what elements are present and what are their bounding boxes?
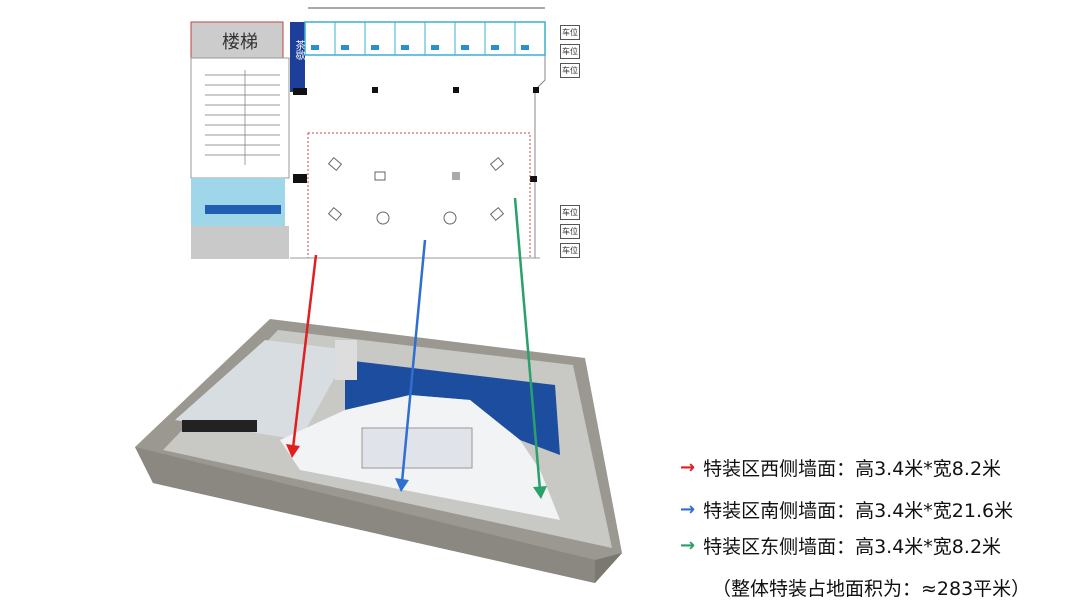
booth-floor bbox=[345, 360, 560, 455]
stairs-label: 楼梯 bbox=[222, 32, 258, 53]
special-zone-outline bbox=[307, 132, 531, 259]
legend-text: 特装区南侧墙面：高3.4米*宽21.6米 bbox=[703, 500, 1014, 522]
legend-south-wall: → 特装区南侧墙面：高3.4米*宽21.6米 bbox=[680, 496, 1013, 523]
parking-label: 车位 bbox=[560, 205, 580, 220]
green-arrow-icon: → bbox=[680, 535, 696, 556]
blue-arrow-icon: → bbox=[680, 499, 696, 520]
seating-zone bbox=[175, 340, 350, 440]
tea-break-label: 茶歇 bbox=[293, 40, 304, 60]
parking-label: 车位 bbox=[560, 44, 580, 59]
render-3d bbox=[135, 319, 622, 583]
seating-area bbox=[190, 57, 290, 179]
tea-break-area bbox=[290, 22, 305, 92]
legend-text: 特装区西侧墙面：高3.4米*宽8.2米 bbox=[703, 458, 1002, 480]
floor-plan bbox=[190, 7, 546, 259]
parking-label: 车位 bbox=[560, 63, 580, 78]
total-area-note: （整体特装占地面积为：≈283平米） bbox=[712, 578, 1031, 600]
parking-label: 车位 bbox=[560, 25, 580, 40]
legend-west-wall: → 特装区西侧墙面：高3.4米*宽8.2米 bbox=[680, 454, 1001, 481]
legend-text: 特装区东侧墙面：高3.4米*宽8.2米 bbox=[703, 536, 1002, 558]
blue-arrow bbox=[395, 239, 427, 492]
red-arrow bbox=[286, 254, 318, 458]
red-arrow-icon: → bbox=[680, 457, 696, 478]
stage-area bbox=[191, 178, 285, 226]
legend-east-wall: → 特装区东侧墙面：高3.4米*宽8.2米 bbox=[680, 532, 1001, 559]
parking-label: 车位 bbox=[560, 243, 580, 258]
green-arrow bbox=[513, 197, 547, 499]
parking-label: 车位 bbox=[560, 224, 580, 239]
